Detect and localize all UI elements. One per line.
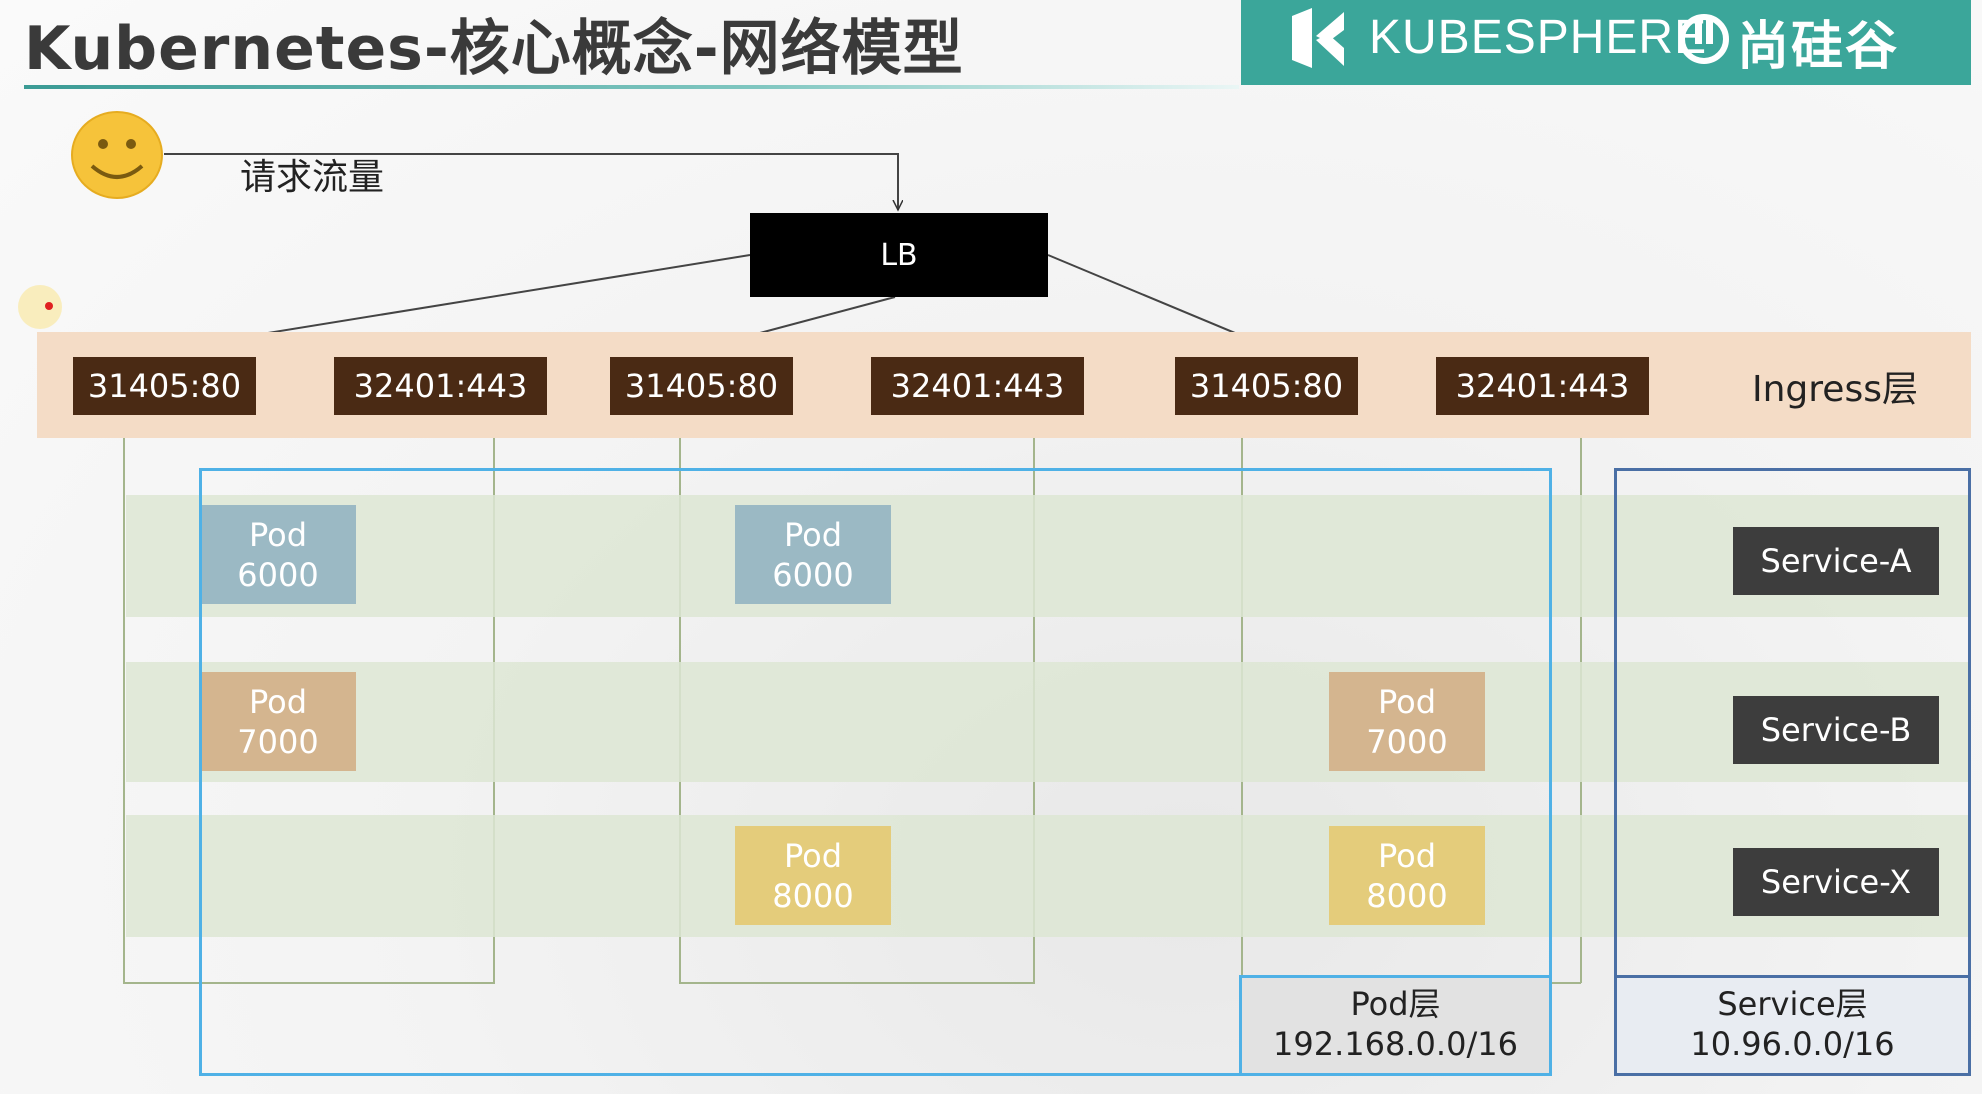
service-node: Service-B [1733,696,1939,764]
pod-layer-cidr: 192.168.0.0/16 [1273,1025,1518,1063]
pod-port: 8000 [772,876,854,915]
pod-node: Pod 8000 [1329,826,1485,925]
ingress-port-node: 31405:80 [610,357,793,415]
pod-name: Pod [1377,836,1437,875]
page-title: Kubernetes-核心概念-网络模型 [24,14,964,84]
pod-port: 7000 [1366,722,1448,761]
service-b-row [126,662,1971,782]
service-layer-caption: Service层 10.96.0.0/16 [1614,975,1971,1076]
pod-node: Pod 7000 [200,672,356,771]
pod-node: Pod 6000 [200,505,356,604]
pod-layer-label: Pod层 [1350,985,1441,1023]
pod-name: Pod [1377,682,1437,721]
brand-name: KUBESPHERE [1369,11,1708,64]
pod-port: 6000 [772,555,854,594]
service-x-row [126,815,1971,937]
pod-layer-region [199,468,1552,1076]
pointer-halo [18,285,62,329]
service-a-row [126,495,1971,617]
title-underline [24,85,1239,89]
partner-logo-icon [1679,14,1729,64]
pod-name: Pod [783,836,843,875]
brand-banner: KUBESPHERE 尚硅谷 [1241,0,1971,85]
pod-layer-caption: Pod层 192.168.0.0/16 [1239,975,1552,1076]
ingress-port-node: 32401:443 [871,357,1084,415]
pod-node: Pod 8000 [735,826,891,925]
pointer-dot [45,302,53,310]
ingress-layer-label: Ingress层 [1752,369,1918,410]
service-layer-label: Service层 [1717,985,1868,1023]
pod-port: 6000 [237,555,319,594]
user-smiley-icon [71,111,163,199]
request-traffic-label: 请求流量 [240,157,385,198]
service-node: Service-A [1733,527,1939,595]
service-node: Service-X [1733,848,1939,916]
pod-node: Pod 6000 [735,505,891,604]
pod-port: 8000 [1366,876,1448,915]
pod-name: Pod [248,515,308,554]
ingress-port-node: 32401:443 [1436,357,1649,415]
load-balancer-node: LB [750,213,1048,297]
kubesphere-logo-icon [1292,8,1344,68]
pod-node: Pod 7000 [1329,672,1485,771]
ingress-port-node: 31405:80 [1175,357,1358,415]
pod-name: Pod [248,682,308,721]
pod-port: 7000 [237,722,319,761]
pod-name: Pod [783,515,843,554]
ingress-port-node: 32401:443 [334,357,547,415]
service-layer-cidr: 10.96.0.0/16 [1690,1025,1895,1063]
ingress-port-node: 31405:80 [73,357,256,415]
partner-name: 尚硅谷 [1737,17,1900,77]
